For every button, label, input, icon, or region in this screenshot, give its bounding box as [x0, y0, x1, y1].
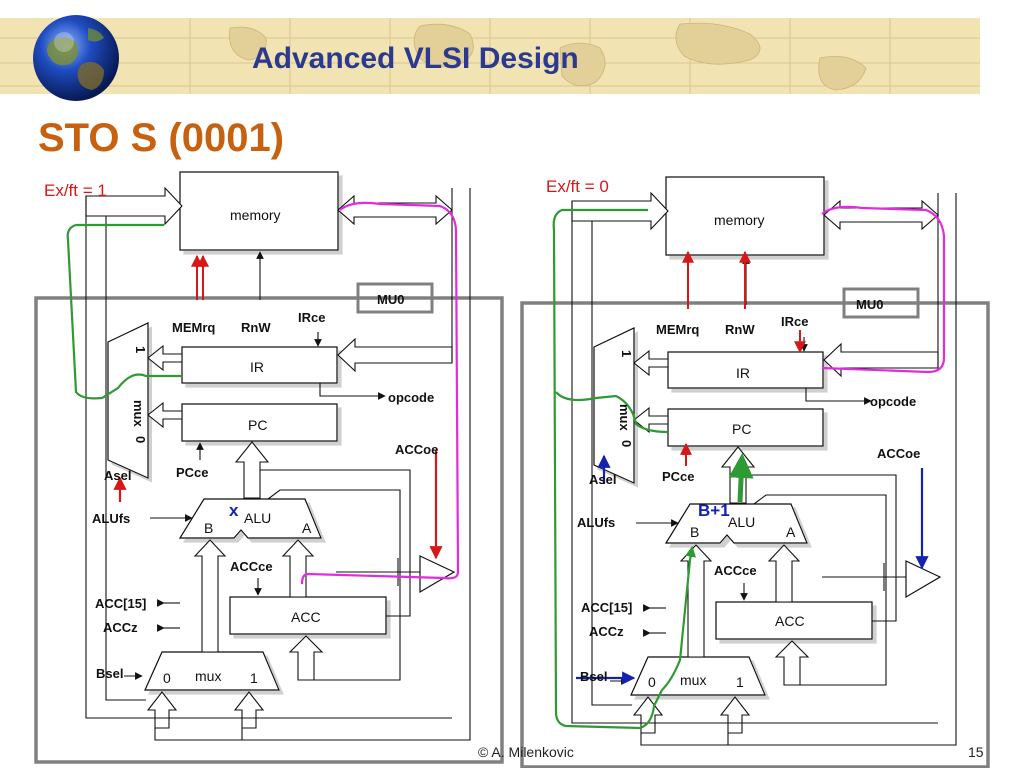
- right-labels: Ex/ft = 0 memory MU0 MEMrq RnW IRce IR o…: [546, 177, 920, 690]
- right-bsel-label: Bsel: [580, 669, 607, 684]
- right-alu-label: ALU: [728, 514, 755, 530]
- left-rnw-label: RnW: [241, 320, 271, 335]
- left-irce-label: IRce: [298, 310, 325, 325]
- right-datapath-diagram: [522, 177, 988, 767]
- course-title: Advanced VLSI Design: [252, 42, 579, 75]
- left-asel-label: Asel: [104, 468, 131, 483]
- left-accce-label: ACCce: [230, 559, 273, 574]
- left-phase-label: Ex/ft = 1: [44, 181, 107, 200]
- left-accoe-label: ACCoe: [395, 442, 438, 457]
- right-phase-label: Ex/ft = 0: [546, 177, 609, 196]
- right-green-path-b: [552, 208, 696, 730]
- left-alu-note: x: [229, 501, 239, 520]
- globe-icon: [33, 15, 119, 101]
- left-bmux-in1: 1: [250, 670, 258, 686]
- left-pcce-label: PCce: [176, 465, 209, 480]
- left-datapath-diagram: [36, 172, 502, 762]
- right-asel-label: Asel: [589, 472, 616, 487]
- left-bsel-label: Bsel: [96, 666, 123, 681]
- left-amux-in1: 1: [133, 346, 148, 353]
- left-alu-label: ALU: [244, 510, 271, 526]
- left-pc-label: PC: [248, 417, 267, 433]
- left-mu0-label: MU0: [377, 292, 404, 307]
- right-bmux-in0: 0: [648, 674, 656, 690]
- right-magenta-path: [821, 205, 946, 374]
- left-memrq-label: MEMrq: [172, 320, 215, 335]
- left-acc-label: ACC: [291, 609, 321, 625]
- right-bmux-label: mux: [680, 672, 706, 688]
- slide-title: STO S (0001): [38, 116, 285, 160]
- left-bmux-label: mux: [195, 668, 221, 684]
- right-accoe-label: ACCoe: [877, 446, 920, 461]
- left-alufs-label: ALUfs: [92, 511, 130, 526]
- footer-author: © A. Milenkovic: [478, 744, 574, 760]
- right-mu0-label: MU0: [856, 297, 883, 312]
- left-ir-label: IR: [250, 359, 264, 375]
- right-irce-label: IRce: [781, 314, 808, 329]
- header-banner: [0, 18, 980, 94]
- right-acc-label: ACC: [775, 613, 805, 629]
- right-alu-in-b: B: [690, 524, 699, 540]
- right-pc-label: PC: [732, 421, 751, 437]
- right-amux-in0: 0: [619, 440, 634, 447]
- left-bmux-in0: 0: [163, 670, 171, 686]
- right-amux-in1: 1: [619, 350, 634, 357]
- right-bmux-in1: 1: [736, 674, 744, 690]
- right-memrq-label: MEMrq: [656, 322, 699, 337]
- right-accce-label: ACCce: [714, 563, 757, 578]
- left-amux-in0: 0: [133, 436, 148, 443]
- left-alu-in-b: B: [204, 520, 213, 536]
- world-map-decoration: [0, 18, 980, 94]
- right-opcode-label: opcode: [870, 394, 916, 409]
- right-accz-label: ACCz: [589, 624, 624, 639]
- right-acc15-label: ACC[15]: [581, 600, 632, 615]
- left-amux-label: mux: [131, 400, 146, 428]
- right-pcce-label: PCce: [662, 469, 695, 484]
- left-green-path: [66, 223, 182, 400]
- left-acc15-label: ACC[15]: [95, 596, 146, 611]
- right-ir-label: IR: [736, 365, 750, 381]
- right-pc-increment-highlight: [728, 453, 754, 503]
- right-rnw-label: RnW: [725, 322, 755, 337]
- right-alufs-label: ALUfs: [577, 515, 615, 530]
- right-green-path-pc: [555, 391, 669, 434]
- right-alu-in-a: A: [786, 524, 796, 540]
- left-alu-in-a: A: [302, 520, 312, 536]
- right-memory-label: memory: [714, 212, 765, 228]
- left-magenta-path: [300, 201, 460, 585]
- left-memory-label: memory: [230, 207, 281, 223]
- right-alu-note: B+1: [698, 501, 730, 520]
- page-number: 15: [968, 744, 984, 760]
- left-labels: Ex/ft = 1 memory MU0 MEMrq RnW IRce IR o…: [44, 181, 438, 686]
- left-accz-label: ACCz: [103, 620, 138, 635]
- right-amux-label: mux: [617, 404, 632, 432]
- left-opcode-label: opcode: [388, 390, 434, 405]
